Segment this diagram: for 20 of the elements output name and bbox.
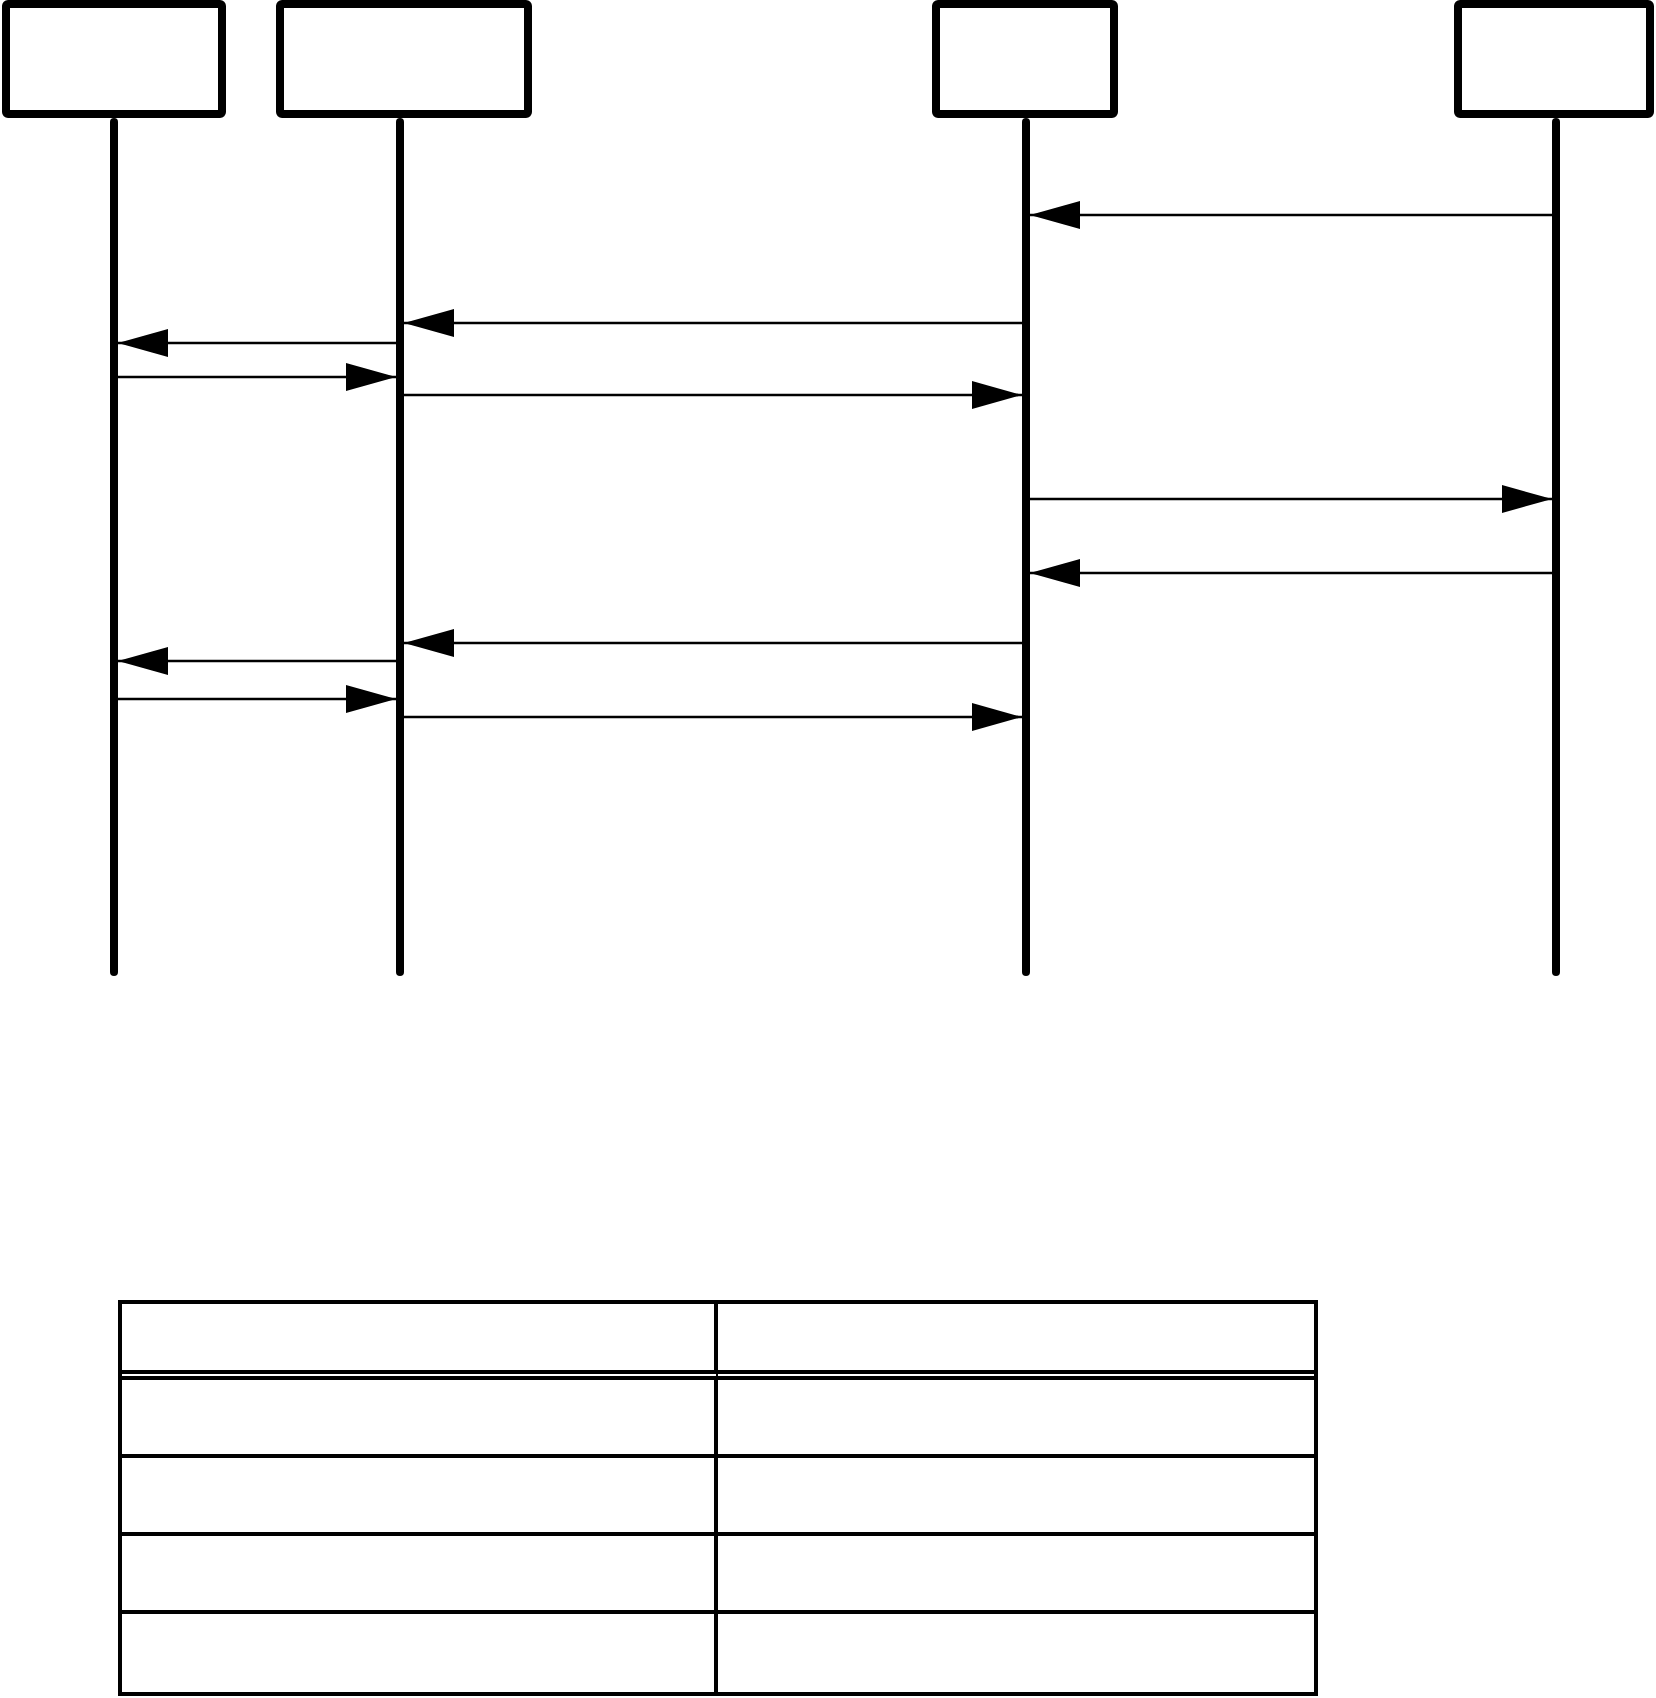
- message-arrow: [118, 647, 396, 675]
- message-arrow: [404, 629, 1022, 657]
- message-arrow: [404, 703, 1022, 731]
- participant-box: [932, 0, 1118, 118]
- participant-box: [276, 0, 532, 118]
- message-arrow: [404, 381, 1022, 409]
- empty-table: [118, 1300, 1318, 1696]
- lifeline: [1552, 118, 1560, 976]
- participant-box: [2, 0, 226, 118]
- message-arrow: [118, 363, 396, 391]
- lifeline: [1022, 118, 1030, 976]
- message-arrow: [118, 685, 396, 713]
- lifeline: [110, 118, 118, 976]
- participant-box: [1454, 0, 1654, 118]
- message-arrow: [1030, 559, 1552, 587]
- lifeline: [396, 118, 404, 976]
- message-arrow: [1030, 485, 1552, 513]
- message-arrow: [118, 329, 396, 357]
- message-arrow: [404, 309, 1022, 337]
- message-arrow: [1030, 201, 1552, 229]
